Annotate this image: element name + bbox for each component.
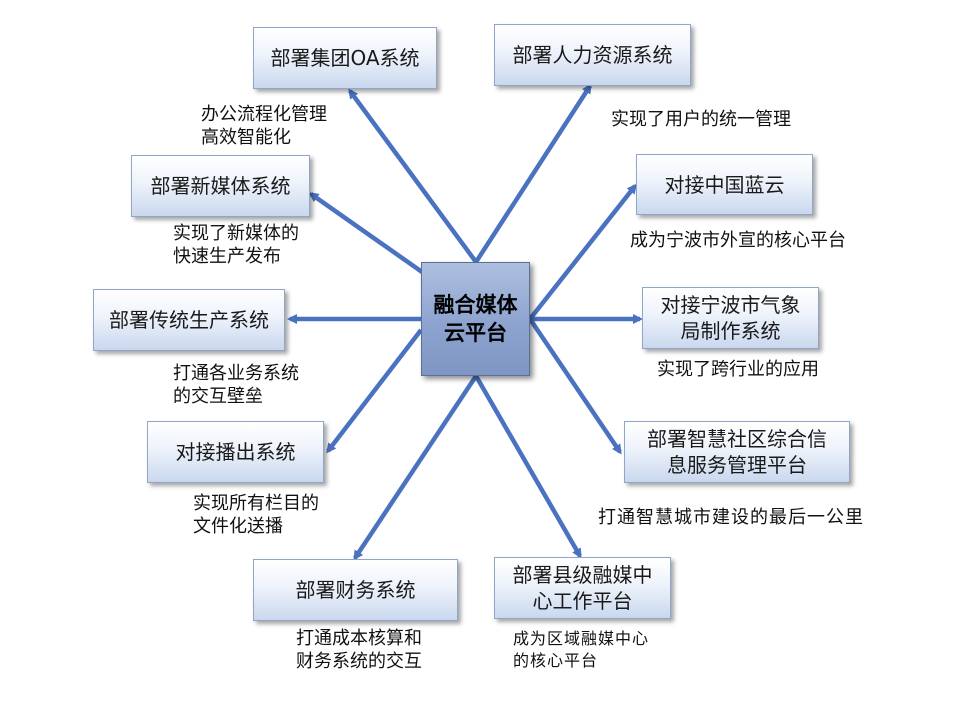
arrow-to-county xyxy=(474,374,582,559)
note-community: 打通智慧城市建设的最后一公里 xyxy=(598,507,864,528)
arrow-to-bluecloud xyxy=(528,183,637,321)
arrow-to-oa xyxy=(348,88,478,264)
note-county: 成为区域融媒中心 的核心平台 xyxy=(513,629,650,670)
note-weather: 实现了跨行业的应用 xyxy=(657,359,819,380)
arrow-to-broadcast xyxy=(326,328,423,454)
arrow-to-hr xyxy=(474,83,592,264)
note-bluecloud: 成为宁波市外宣的核心平台 xyxy=(630,230,846,251)
node-ningbo-weather: 对接宁波市气象 局制作系统 xyxy=(642,287,819,349)
node-hr-system: 部署人力资源系统 xyxy=(494,24,691,86)
note-hr: 实现了用户的统一管理 xyxy=(611,109,791,130)
node-finance-system: 部署财务系统 xyxy=(253,559,458,621)
node-traditional-production: 部署传统生产系统 xyxy=(93,289,285,351)
note-traditional: 打通各业务系统 的交互壁垒 xyxy=(173,363,299,407)
node-county-media-center: 部署县级融媒中 心工作平台 xyxy=(494,557,671,619)
arrow-to-community xyxy=(528,317,622,455)
node-newmedia-system: 部署新媒体系统 xyxy=(131,155,310,217)
note-newmedia: 实现了新媒体的 快速生产发布 xyxy=(173,223,299,267)
node-oa-system: 部署集团OA系统 xyxy=(253,27,437,89)
note-oa: 办公流程化管理 高效智能化 xyxy=(201,104,327,148)
node-broadcast-system: 对接播出系统 xyxy=(147,421,324,483)
note-broadcast: 实现所有栏目的 文件化送播 xyxy=(193,493,319,537)
node-china-blue-cloud: 对接中国蓝云 xyxy=(636,154,813,215)
node-smart-community: 部署智慧社区综合信 息服务管理平台 xyxy=(624,421,850,483)
arrow-to-newmedia xyxy=(308,192,444,288)
center-node-fusion-platform: 融合媒体 云平台 xyxy=(421,262,530,376)
arrow-to-finance xyxy=(353,374,478,561)
note-finance: 打通成本核算和 财务系统的交互 xyxy=(296,628,422,672)
